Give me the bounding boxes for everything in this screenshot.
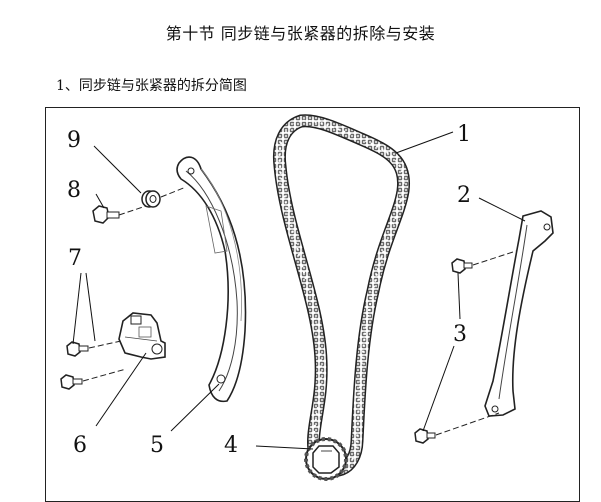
leader-lines [72,131,526,450]
tensioner-bolt-upper [66,341,89,357]
tensioner-guide-right [484,210,554,417]
callout-1: 1 [457,122,471,147]
guide-bolt-upper [451,258,473,274]
callout-4: 4 [224,433,238,458]
chain-tensioner [118,312,166,360]
section-title: 第十节 同步链与张紧器的拆除与安装 [165,24,436,43]
callout-5: 5 [150,433,164,458]
spacer-washer [141,190,161,208]
exploded-diagram-frame: 1 2 3 4 5 6 7 8 9 [45,107,580,502]
callout-2: 2 [457,183,471,208]
guide-bolt-lower [414,428,436,444]
guide-bolt [92,205,120,224]
crankshaft-sprocket [304,437,348,481]
tensioner-bolt-lower [60,374,83,390]
chain-guide-left [176,156,247,403]
callout-9: 9 [67,128,81,153]
callout-7: 7 [68,246,82,271]
callout-6: 6 [73,433,87,458]
timing-chain-exploded-diagram: 1 2 3 4 5 6 7 8 9 [60,114,554,481]
callout-8: 8 [67,178,81,203]
subsection-title: 1、同步链与张紧器的拆分简图 [56,78,247,94]
callout-3: 3 [453,322,467,347]
timing-chain [272,114,411,477]
